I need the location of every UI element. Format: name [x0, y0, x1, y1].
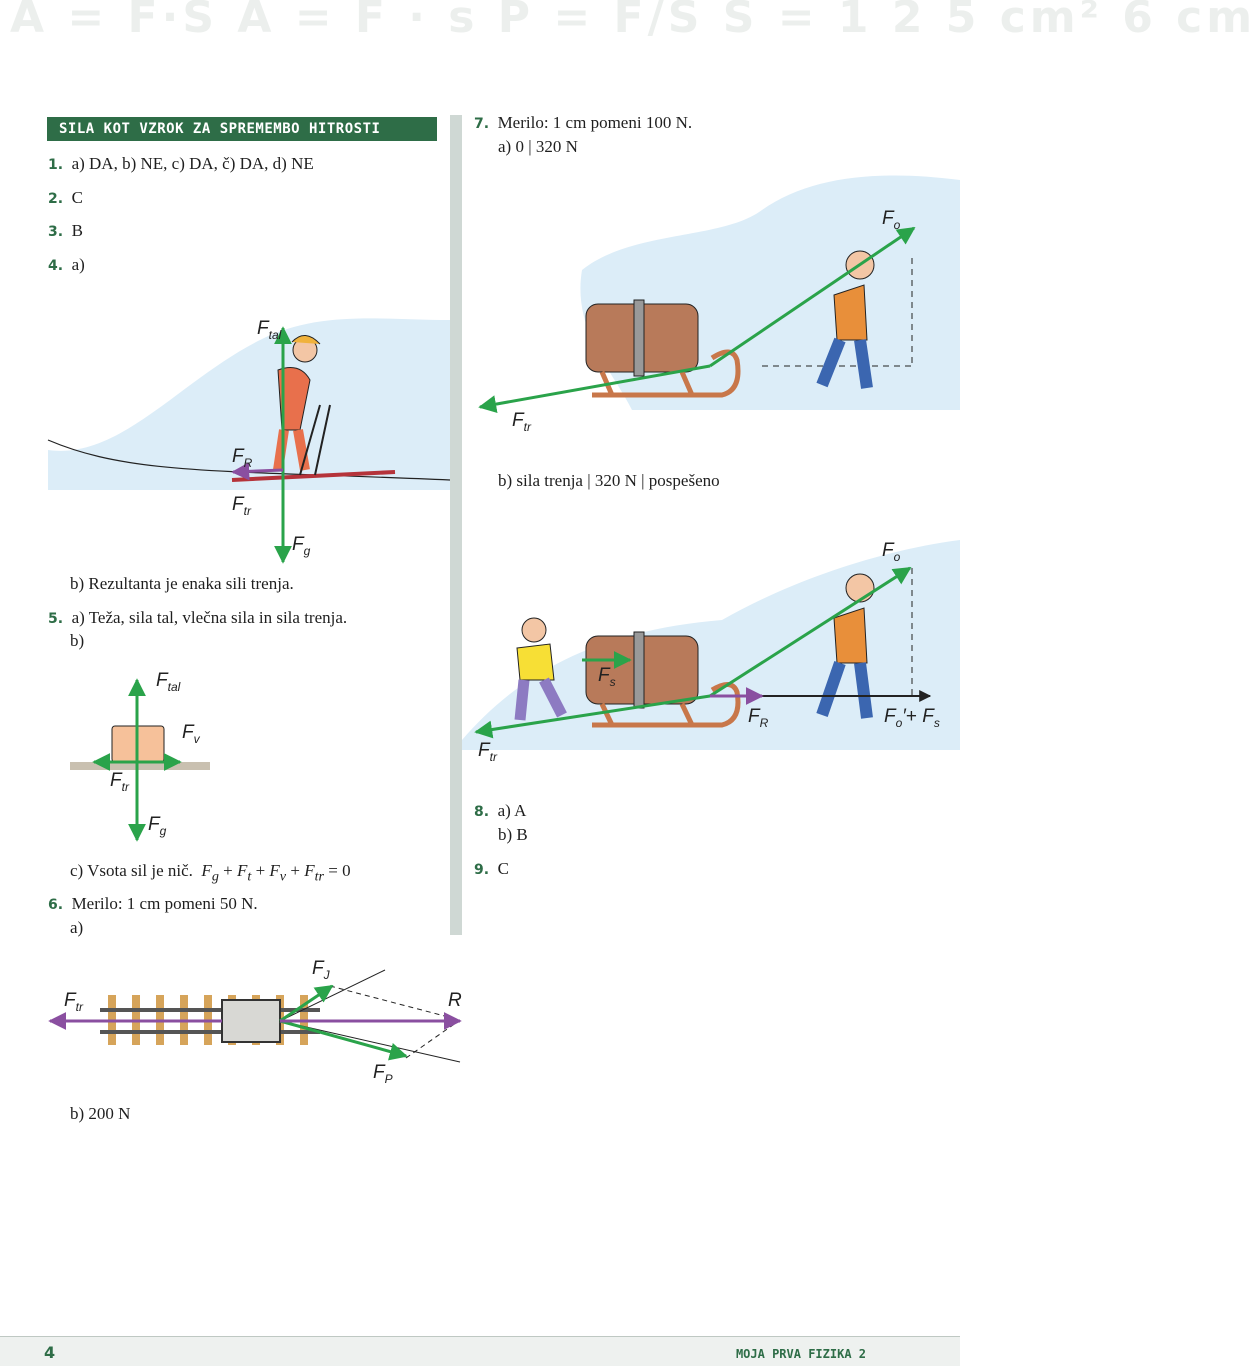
skier-figure	[47, 318, 451, 564]
watermark: A = F·S A = F · s P = F/S S = 1 2 5 cm² …	[10, 0, 1256, 43]
snow-background-b	[462, 540, 960, 750]
book-title: MOJA PRVA FIZIKA 2	[735, 1347, 866, 1361]
label-f-o-plus-f-s: Fo′+ Fs	[884, 706, 940, 730]
arrow-f-j	[279, 984, 334, 1023]
label-f-tr-skier: Ftr	[232, 494, 251, 518]
arrow-f-tr-b	[474, 694, 711, 739]
child-legs	[514, 677, 567, 721]
answer-8b: b) B	[498, 825, 528, 844]
answer-4: 4. a)	[48, 255, 85, 274]
answer-4b: b) Rezultanta je enaka sili trenja.	[70, 574, 294, 593]
boy-legs-b	[816, 661, 873, 719]
label-sled-f-tr: Ftr	[512, 410, 531, 434]
arrow-f-o-b	[709, 566, 912, 698]
rope-j	[279, 969, 386, 1022]
cart	[221, 999, 281, 1043]
label-box-f-tal: Ftal	[156, 670, 181, 694]
construction-1	[329, 985, 461, 1021]
ski-pole-2	[314, 404, 331, 476]
section-title: SILA KOT VZROK ZA SPREMEMBO HITROSTI	[47, 117, 437, 141]
label-f-tr-b: Ftr	[478, 740, 497, 764]
answer-5c: c) Vsota sil je nič. Fg + Ft + Fv + Ftr …	[70, 861, 351, 885]
label-box-f-g: Fg	[148, 814, 167, 838]
label-f-r: FR	[232, 446, 253, 470]
snow-slope	[48, 318, 450, 490]
answer-5b: b)	[70, 631, 85, 650]
label-f-j: FJ	[312, 958, 330, 982]
answer-9: 9. C	[474, 859, 509, 878]
box-figure	[70, 678, 210, 842]
answer-7b: b) sila trenja | 320 N | pospešeno	[498, 471, 720, 490]
answer-6: 6. Merilo: 1 cm pomeni 50 N.	[48, 894, 258, 913]
column-divider	[450, 115, 462, 935]
label-f-r-b: FR	[748, 706, 769, 730]
answer-8: 8. a) A	[474, 801, 527, 820]
crate-strap	[633, 299, 645, 377]
label-box-f-tr: Ftr	[110, 770, 129, 794]
floor	[70, 762, 210, 770]
page-number: 4	[44, 1343, 56, 1362]
arrow-f-o	[709, 226, 916, 368]
answer-6a: a)	[70, 918, 84, 937]
label-cart-f-tr: Ftr	[64, 990, 83, 1014]
boy-legs	[816, 337, 873, 389]
label-box-f-v: Fv	[182, 722, 200, 746]
sled-figure-a	[478, 175, 960, 414]
construction-2	[405, 1019, 461, 1059]
answer-1: 1. a) DA, b) NE, c) DA, č) DA, d) NE	[48, 154, 314, 173]
ski-pole-1	[299, 404, 321, 476]
label-f-o: Fo	[882, 208, 901, 232]
skier-hat	[291, 335, 321, 345]
footer	[0, 1337, 960, 1366]
label-r: R	[448, 990, 462, 1011]
label-f-p: FP	[373, 1062, 393, 1086]
answer-5: 5. a) Teža, sila tal, vlečna sila in sil…	[48, 608, 348, 627]
arrow-f-r	[231, 462, 284, 481]
answer-7a: a) 0 | 320 N	[498, 137, 578, 156]
sled-figure-b	[462, 540, 960, 750]
rail-top	[100, 1008, 320, 1012]
answer-6b: b) 200 N	[70, 1104, 131, 1123]
label-f-tal: Ftal	[257, 318, 282, 342]
slope-line	[47, 439, 451, 481]
boy-head-b	[845, 573, 875, 603]
child-head	[521, 617, 547, 643]
footer-line	[0, 1336, 960, 1337]
crate-strap-b	[633, 631, 645, 709]
child-jacket	[516, 643, 555, 681]
boy-sweater	[833, 284, 868, 341]
ski	[231, 470, 396, 482]
cart-figure	[48, 969, 462, 1063]
rail-bottom	[100, 1030, 320, 1034]
label-f-s: Fs	[598, 665, 616, 689]
answer-3: 3. B	[48, 221, 83, 240]
answer-7: 7. Merilo: 1 cm pomeni 100 N.	[474, 113, 693, 132]
label-f-o-b: Fo	[882, 540, 901, 564]
arrow-f-tr-sled	[478, 364, 711, 414]
sled-runners-b	[592, 682, 741, 728]
answer-2: 2. C	[48, 188, 83, 207]
arrow-f-p	[279, 1019, 408, 1061]
label-f-g-skier: Fg	[292, 534, 311, 558]
boy-sweater-b	[833, 607, 868, 664]
